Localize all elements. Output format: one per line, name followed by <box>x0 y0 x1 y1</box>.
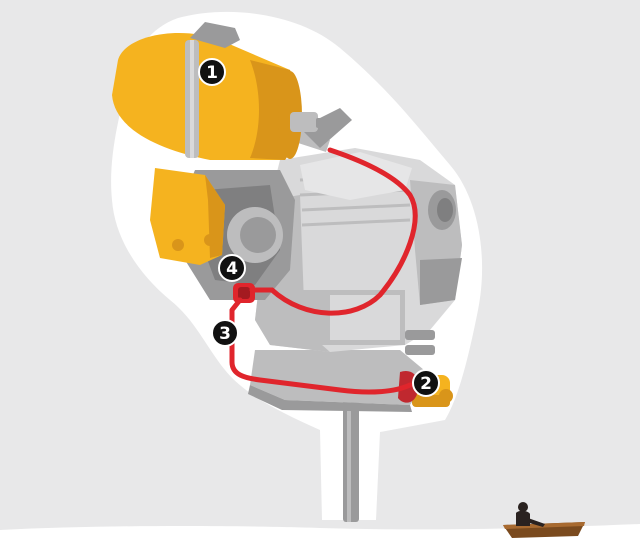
crankcase-panel <box>330 295 400 340</box>
callout-markers: 1 2 3 4 <box>198 58 440 397</box>
base-plate-shadow <box>248 385 412 412</box>
mounting-lugs <box>405 330 435 355</box>
fuel-line-upper <box>269 147 418 316</box>
carburetor-throat-inner <box>240 217 276 253</box>
fuel-lines <box>229 147 418 395</box>
air-filter-knob-1 <box>172 239 184 251</box>
canister-outlet-fitting <box>290 112 332 132</box>
ground <box>0 524 640 550</box>
callout-marker-2: 2 <box>412 369 440 397</box>
cylinder-head-shadow <box>420 258 462 305</box>
air-filter-knob-2 <box>204 234 216 246</box>
callout-marker-label: 3 <box>219 324 231 344</box>
block-top <box>300 152 412 200</box>
callout-marker-label: 4 <box>226 259 238 279</box>
callout-marker-circle <box>412 369 440 397</box>
callout-marker-3: 3 <box>211 319 239 347</box>
callout-marker-circle <box>211 319 239 347</box>
fuel-line-lower <box>229 297 413 395</box>
callout-marker-label: 1 <box>206 63 218 83</box>
drive-shaft-highlight <box>347 400 351 522</box>
exhaust-port-inner <box>437 198 453 222</box>
yellow-canister-icon <box>112 22 302 160</box>
callout-marker-label: 2 <box>420 374 432 394</box>
callout-marker-1: 1 <box>198 58 226 86</box>
callout-marker-circle <box>218 254 246 282</box>
person-icon <box>516 502 545 527</box>
fuel-connector <box>233 283 255 303</box>
callout-marker-4: 4 <box>218 254 246 282</box>
callout-marker-circle <box>198 58 226 86</box>
